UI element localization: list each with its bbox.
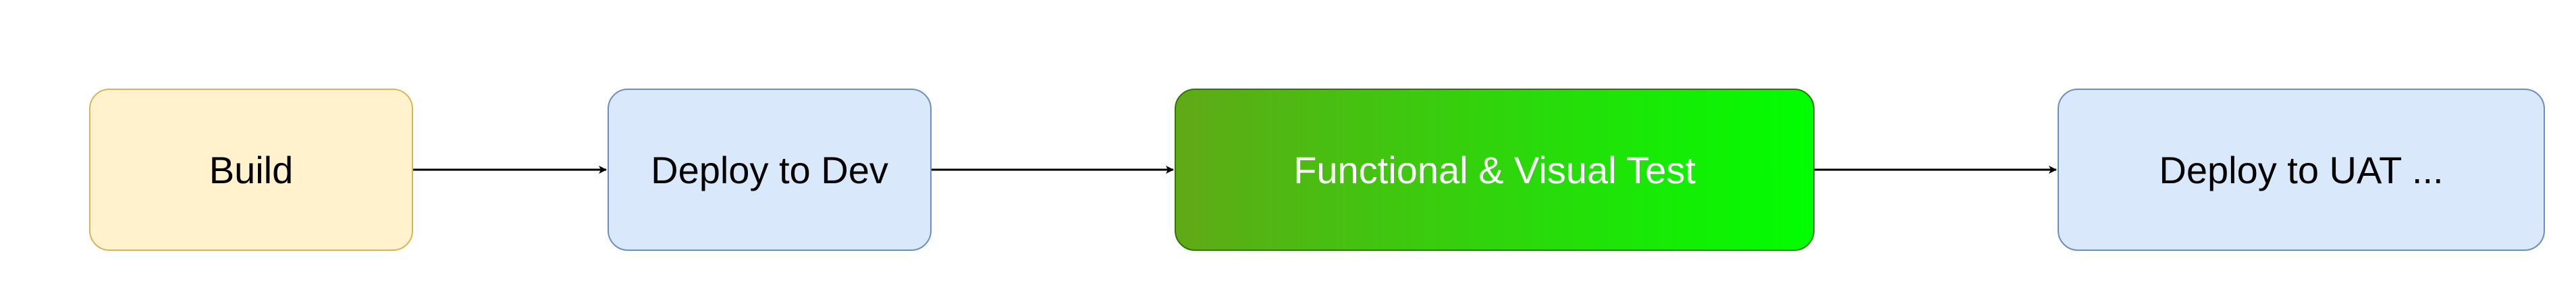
build-node[interactable]: Build xyxy=(89,89,413,251)
deploy-to-dev-node-label: Deploy to Dev xyxy=(651,148,888,191)
functional-visual-test-node[interactable]: Functional & Visual Test xyxy=(1175,89,1815,251)
build-node-label: Build xyxy=(209,148,294,191)
functional-visual-test-node-label: Functional & Visual Test xyxy=(1293,148,1696,191)
deploy-to-dev-node[interactable]: Deploy to Dev xyxy=(608,89,932,251)
deploy-to-uat-node-label: Deploy to UAT ... xyxy=(2159,148,2444,191)
deploy-to-uat-node[interactable]: Deploy to UAT ... xyxy=(2058,89,2545,251)
